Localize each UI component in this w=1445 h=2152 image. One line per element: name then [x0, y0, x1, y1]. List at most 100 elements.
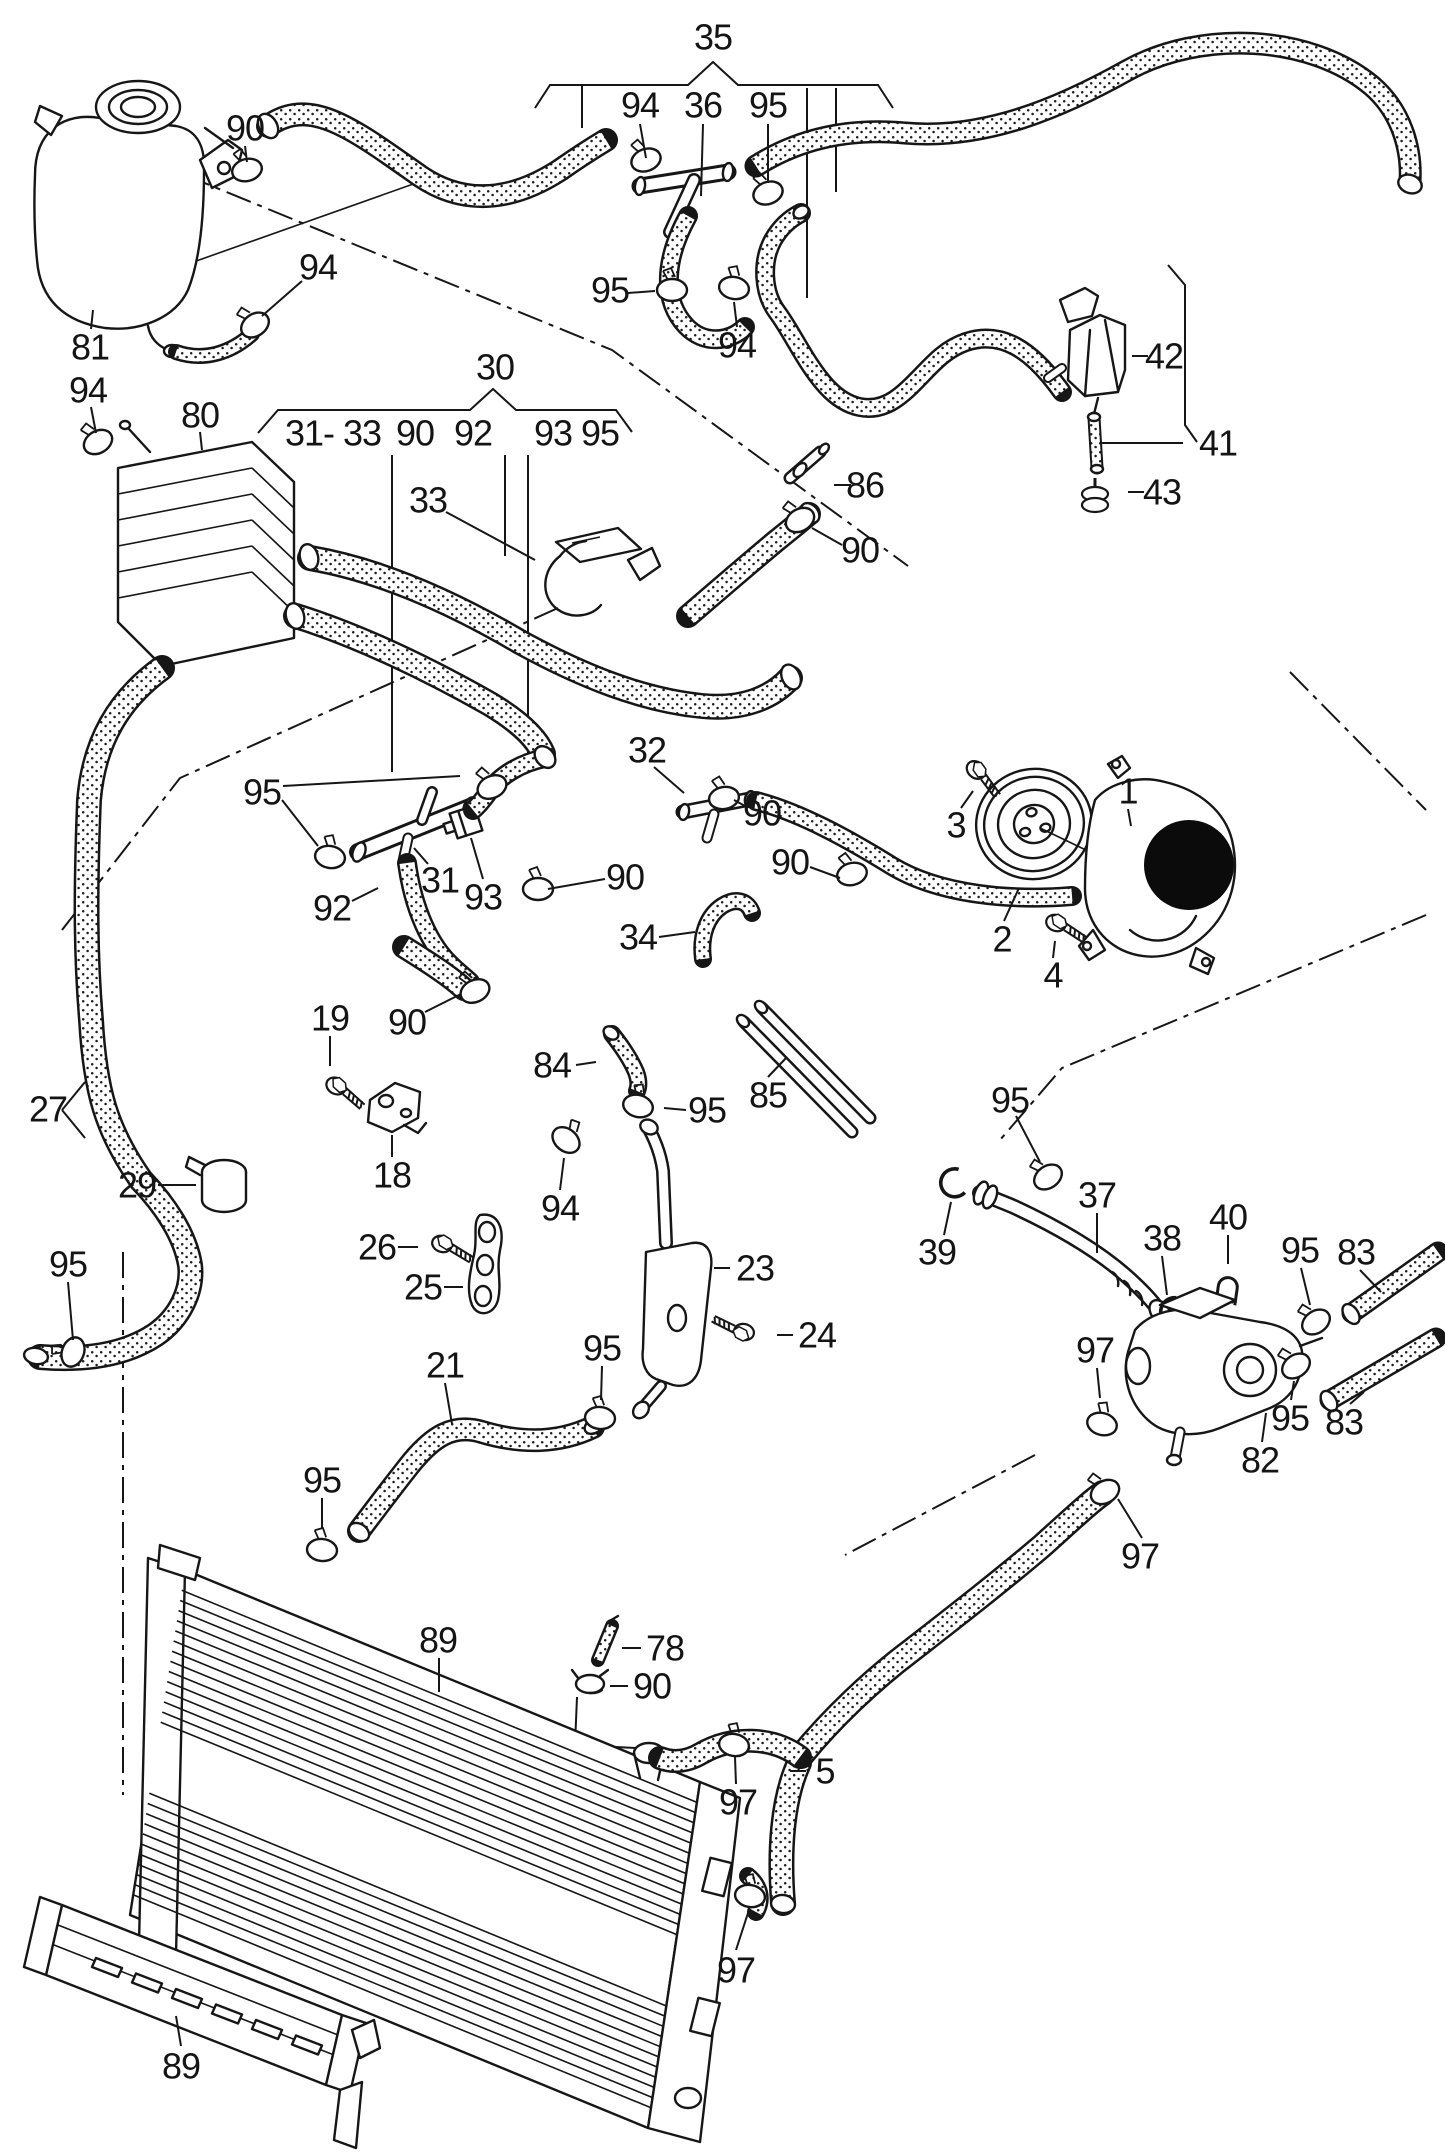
callout-35: 35	[694, 17, 732, 58]
leader-line	[67, 1281, 74, 1341]
callout-2: 2	[992, 919, 1011, 960]
hose-34	[693, 892, 761, 968]
callout-90: 90	[743, 793, 781, 834]
radiator-fin-line	[139, 1853, 658, 2068]
vent-hose	[755, 203, 1072, 418]
radiator-fin-line	[160, 1721, 678, 1936]
leader-line	[639, 123, 647, 159]
leader-line	[767, 1057, 787, 1078]
callout-95: 95	[1271, 1398, 1309, 1439]
leader-line	[199, 431, 203, 451]
callout-95: 95	[49, 1244, 87, 1285]
callout-23: 23	[736, 1248, 774, 1289]
callout-93: 93	[464, 877, 502, 918]
leader-line	[90, 309, 94, 330]
leader-line	[600, 1365, 603, 1401]
radiator-fin-line	[162, 1711, 679, 1926]
leader-line	[61, 1081, 86, 1111]
callout-93: 93	[534, 413, 572, 454]
bushing-29	[184, 1155, 248, 1214]
callout-34: 34	[619, 917, 657, 958]
fitting-86	[783, 442, 831, 485]
leader-line	[733, 301, 738, 328]
radiator-fin-line	[149, 1792, 667, 2007]
leader-line	[575, 1061, 597, 1066]
callout-94: 94	[621, 85, 659, 126]
callout-94: 94	[69, 370, 107, 411]
radiator-89	[128, 1543, 742, 2144]
leader-line	[445, 511, 536, 561]
leader-line	[1015, 1115, 1041, 1163]
leader-line	[1261, 1412, 1267, 1443]
leader-line	[424, 993, 462, 1013]
radiator-fin-line	[137, 1863, 656, 2078]
leader-line	[1096, 1367, 1101, 1399]
callout-39: 39	[918, 1232, 956, 1273]
hose-pump-inlet	[746, 791, 1082, 908]
hose-group-30	[283, 501, 821, 767]
pump-pulley-2	[974, 767, 1137, 881]
leader-line	[658, 931, 696, 938]
leader-line	[61, 1109, 86, 1139]
heater-pipes-85	[735, 999, 877, 1139]
breather-valve-42	[1043, 286, 1127, 416]
callout-31- 33: 31- 33	[285, 413, 381, 454]
leader-line	[734, 1756, 737, 1785]
aux-radiator-slot	[250, 2018, 284, 2041]
callout-40: 40	[1209, 1197, 1247, 1238]
radiator-fin-line	[147, 1802, 666, 2017]
leader-line	[1127, 808, 1132, 827]
callout-83: 83	[1325, 1402, 1363, 1443]
clip-90-radiator	[570, 1668, 610, 1695]
callout-85: 85	[749, 1075, 787, 1116]
radiator-fin-line	[168, 1670, 686, 1885]
leader-line	[1300, 1267, 1311, 1306]
callout-95: 95	[591, 270, 629, 311]
callout-97: 97	[1076, 1330, 1114, 1371]
radiator-fin-line	[173, 1640, 690, 1854]
callout-95: 95	[1281, 1230, 1319, 1271]
leader-line	[244, 145, 248, 163]
leader-line	[1349, 1391, 1365, 1405]
radiator-fin-line	[174, 1630, 692, 1844]
leader-line	[281, 799, 319, 847]
radiator-fin-line	[165, 1691, 682, 1905]
leader-line	[282, 775, 461, 787]
callout-1: 1	[1118, 771, 1137, 812]
leader-line	[735, 1912, 749, 1951]
radiator-fin-line	[179, 1599, 696, 1814]
callout-31: 31	[421, 860, 459, 901]
radiator-fin-line	[178, 1609, 695, 1824]
radiator-fin-line	[140, 1843, 659, 2058]
expansion-tank	[33, 79, 260, 364]
callout-97: 97	[717, 1950, 755, 1991]
blackout-dot	[1144, 820, 1234, 910]
callout-38: 38	[1143, 1218, 1181, 1259]
callout-90: 90	[771, 842, 809, 883]
leader-line	[1052, 940, 1056, 959]
callout-90: 90	[633, 1666, 671, 1707]
leader-line	[547, 878, 606, 890]
callout-83: 83	[1337, 1232, 1375, 1273]
leader-line	[175, 2015, 182, 2047]
radiator-fin-line	[136, 1873, 655, 2089]
leader-line	[1161, 1255, 1168, 1296]
bolt-19	[321, 1072, 372, 1112]
callout-27: 27	[29, 1089, 67, 1130]
hose-27	[22, 655, 204, 1372]
callout-4: 4	[1043, 955, 1062, 996]
callout-19: 19	[311, 998, 349, 1039]
callout-80: 80	[181, 395, 219, 436]
callout-89: 89	[419, 1620, 457, 1661]
leader-line	[470, 837, 484, 880]
callout-95: 95	[749, 85, 787, 126]
thermostat-housing-82	[1124, 1286, 1324, 1467]
callout-81: 81	[71, 327, 109, 368]
vent-tube-41	[1086, 411, 1105, 475]
callout-95: 95	[991, 1080, 1029, 1121]
leader-line	[559, 1157, 565, 1191]
hose-21	[347, 935, 605, 1543]
leader-line	[444, 1382, 453, 1425]
leader-line	[943, 1201, 952, 1236]
